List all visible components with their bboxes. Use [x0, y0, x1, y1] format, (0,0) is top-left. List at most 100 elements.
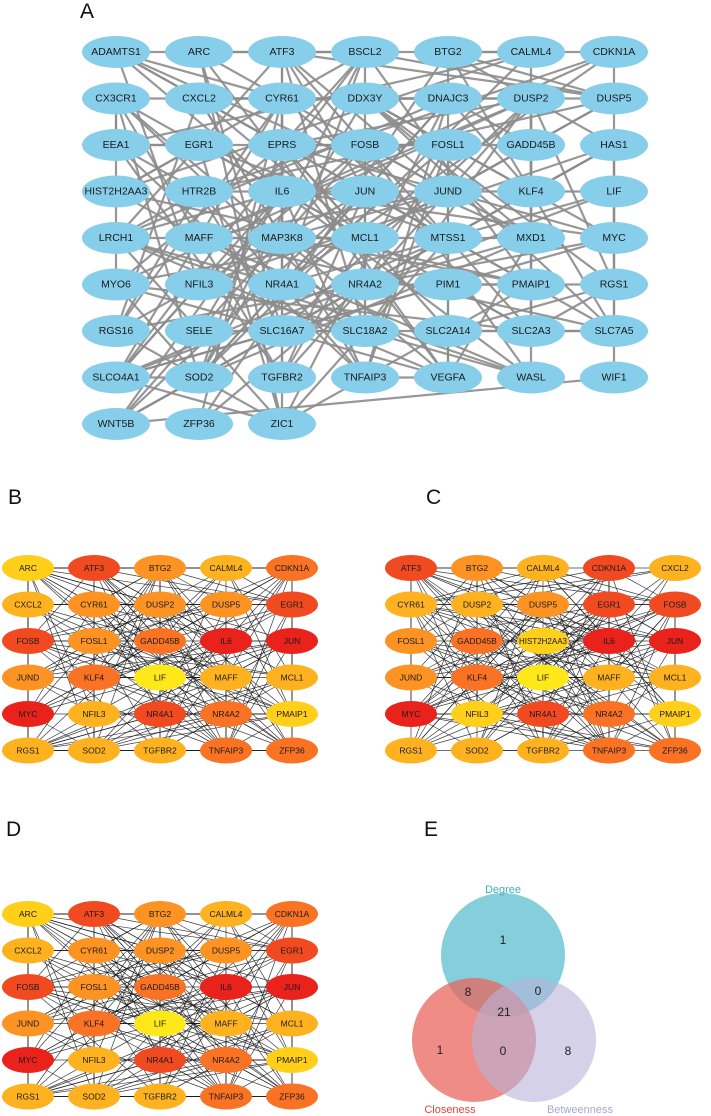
panel-c-node-shape	[649, 664, 701, 691]
panel-b-node-cdkn1a: CDKN1A	[266, 555, 318, 581]
panel-a-node-label: MAFF	[185, 232, 214, 244]
panel-d-node-label: DUSP5	[212, 946, 241, 956]
panel-c-node-shape	[385, 664, 437, 691]
panel-a-node-shape	[248, 222, 316, 254]
panel-b-node-shape	[134, 591, 186, 618]
panel-d-node-label: TGFBR2	[143, 1092, 177, 1102]
panel-a-node-nr4a2: NR4A2	[331, 268, 399, 301]
panel-a-node-label: LRCH1	[99, 232, 134, 244]
panel-a-node-zfp36: ZFP36	[165, 408, 233, 440]
panel-b-node-shape	[68, 701, 120, 727]
panel-d-node-nr4a2: NR4A2	[200, 1047, 252, 1073]
panel-c-node-egr1: EGR1	[583, 591, 635, 618]
panel-d-node-label: DUSP2	[146, 946, 175, 956]
panel-b-node-shape	[68, 555, 120, 581]
panel-d-node-label: ARC	[19, 909, 37, 919]
panel-a-node-shape	[414, 36, 482, 68]
panel-c-node-label: NFIL3	[465, 709, 488, 719]
panel-d-node-nr4a1: NR4A1	[134, 1047, 186, 1073]
panel-a-node-gadd45b: GADD45B	[497, 129, 565, 161]
panel-c-node-label: GADD45B	[457, 636, 497, 646]
panel-c-node-label: NR4A2	[595, 709, 623, 719]
panel-d-edge	[93, 1059, 293, 1097]
panel-a-edge	[198, 190, 449, 240]
panel-a-node-slc7a5: SLC7A5	[580, 315, 648, 347]
panel-d-node-shape	[200, 937, 252, 964]
panel-b-node-label: IL6	[220, 636, 232, 646]
panel-c-node-shape	[385, 591, 437, 618]
panel-d-node-pmaip1: PMAIP1	[266, 1047, 318, 1073]
panel-a-node-label: SLC2A14	[426, 325, 471, 337]
panel-a-node-label: DUSP2	[513, 93, 548, 105]
panel-a-node-rgs16: RGS16	[82, 315, 150, 347]
panel-a-node-sele: SELE	[165, 315, 233, 347]
panel-d-node-nfil3: NFIL3	[68, 1047, 120, 1073]
panel-b-node-label: TGFBR2	[143, 746, 177, 756]
panel-b-node-label: JUND	[17, 673, 40, 683]
panel-b-node-shape	[200, 664, 252, 691]
panel-a-node-label: JUND	[434, 186, 462, 198]
panel-c-node-hist2h2aa3: HIST2H2AA3	[517, 628, 569, 654]
panel-b-node-arc: ARC	[2, 555, 54, 581]
panel-b-node-shape	[68, 664, 120, 691]
panel-d-node-sod2: SOD2	[68, 1083, 120, 1110]
panel-b-node-shape	[266, 701, 318, 727]
panel-d-node-label: JUN	[284, 982, 301, 992]
panel-d-node-label: CDKN1A	[275, 909, 310, 919]
panel-a-node-label: SLC16A7	[260, 325, 305, 337]
panel-a-node-label: RGS1	[600, 279, 629, 291]
panel-c-node-label: DUSP5	[529, 600, 558, 610]
panel-c-node-cyr61: CYR61	[385, 591, 437, 618]
panel-c-node-label: RGS1	[399, 746, 422, 756]
panel-a-node-arc: ARC	[165, 36, 233, 68]
panel-b-node-shape	[200, 628, 252, 654]
panel-b-node-label: NFIL3	[82, 709, 105, 719]
panel-a-node-label: MYC	[602, 232, 626, 244]
panel-a-node-label: ARC	[188, 46, 211, 58]
panel-d-node-shape	[134, 1010, 186, 1037]
panel-d-node-label: FOSL1	[81, 982, 108, 992]
panel-d-node-label: CXCL2	[14, 946, 42, 956]
panel-b-node-shape	[2, 701, 54, 727]
panel-c-node-label: DUSP2	[463, 600, 492, 610]
panel-b-node-shape	[68, 737, 120, 764]
panel-b-node-label: ARC	[19, 563, 37, 573]
panel-b-node-shape	[2, 555, 54, 581]
panel-d-node-shape	[68, 937, 120, 964]
panel-a-node-pim1: PIM1	[414, 268, 482, 301]
panel-a-node-slco4a1: SLCO4A1	[82, 361, 150, 394]
panel-d-node-arc: ARC	[2, 901, 54, 927]
panel-a-node-myo6: MYO6	[82, 268, 150, 301]
panel-d-node-shape	[2, 1083, 54, 1110]
panel-a-node-label: GADD45B	[506, 139, 555, 151]
panel-a-node-shape	[165, 268, 233, 301]
panel-d-node-zfp36: ZFP36	[266, 1083, 318, 1110]
panel-c-node-label: FOSL1	[398, 636, 425, 646]
panel-a-node-calml4: CALML4	[497, 36, 565, 68]
panel-d-node-calml4: CALML4	[200, 901, 252, 927]
panel-a-edge	[115, 190, 200, 332]
panel-c-node-shape	[583, 591, 635, 618]
panel-c-node-label: TGFBR2	[526, 746, 560, 756]
panel-b-letter: B	[8, 486, 22, 509]
panel-a-node-label: FOSL1	[431, 139, 464, 151]
panel-c-node-label: CDKN1A	[592, 563, 627, 573]
panel-a-node-shape	[82, 408, 150, 440]
panel-d-node-btg2: BTG2	[134, 901, 186, 927]
panel-a-node-label: NFIL3	[185, 279, 214, 291]
panel-a-node-label: EEA1	[103, 139, 130, 151]
panel-a-node-egr1: EGR1	[165, 129, 233, 161]
panel-c-node-label: FOSB	[663, 600, 686, 610]
panel-a-node-shape	[82, 36, 150, 68]
panel-a-node-jun: JUN	[331, 175, 399, 208]
panel-a-node-label: HTR2B	[182, 186, 216, 198]
panel-a-node-atf3: ATF3	[248, 36, 316, 68]
panel-b-node-label: GADD45B	[140, 636, 180, 646]
panel-d-node-tgfbr2: TGFBR2	[134, 1083, 186, 1110]
panel-d-node-shape	[68, 1047, 120, 1073]
panel-d-node-label: RGS1	[16, 1092, 39, 1102]
